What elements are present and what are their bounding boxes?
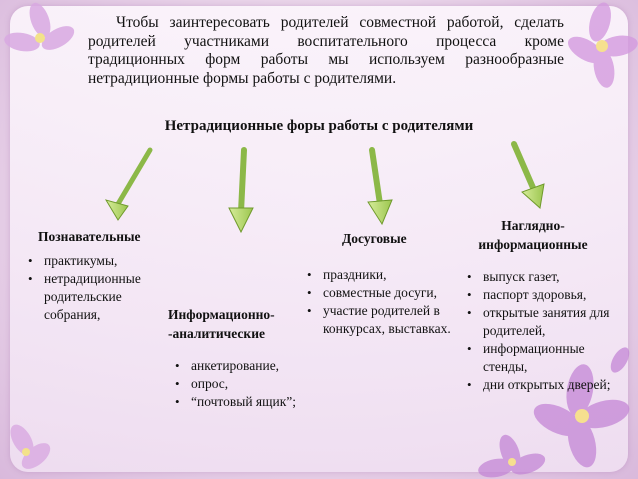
flower-decoration-bottom-left	[10, 424, 51, 469]
arrow-to-cognitive	[104, 147, 153, 221]
list-item: паспорт здоровья,	[466, 286, 616, 304]
category-title-line: Наглядно-	[501, 218, 565, 233]
flower-decoration-top-left	[4, 2, 75, 52]
category-title-line: Информационно-	[168, 307, 275, 322]
category-list-visual: выпуск газет, паспорт здоровья, открытые…	[466, 268, 616, 394]
category-title-line: -аналитические	[168, 326, 265, 341]
list-item: дни открытых дверей;	[466, 376, 616, 394]
category-title-cognitive: Познавательные	[38, 227, 141, 246]
list-item: праздники,	[306, 266, 466, 284]
flower-decoration-bottom-right	[478, 347, 630, 478]
category-title-line: Познавательные	[38, 229, 141, 244]
flower-decoration-top-right	[567, 2, 638, 88]
category-title-analytic: Информационно- -аналитические	[168, 305, 275, 343]
list-item: информационные стенды,	[466, 340, 616, 376]
list-item: выпуск газет,	[466, 268, 616, 286]
list-item: открытые занятия для родителей,	[466, 304, 616, 340]
content-frame	[10, 6, 628, 472]
category-list-analytic: анкетирование, опрос, “почтовый ящик”;	[174, 357, 300, 411]
arrow-to-analytic	[228, 147, 254, 234]
list-item: практикумы,	[27, 252, 167, 270]
diagram-title: Нетрадиционные форы работы с родителями	[164, 118, 474, 134]
category-title-line: Досуговые	[342, 231, 407, 246]
category-list-leisure: праздники, совместные досуги, участие ро…	[306, 266, 466, 338]
arrow-to-leisure	[367, 147, 393, 226]
category-title-line: информационные	[478, 237, 588, 252]
category-title-visual: Наглядно- информационные	[468, 216, 598, 254]
list-item: опрос,	[174, 375, 300, 393]
list-item: “почтовый ящик”;	[174, 393, 300, 411]
list-item: анкетирование,	[174, 357, 300, 375]
category-title-leisure: Досуговые	[342, 229, 407, 248]
intro-paragraph: Чтобы заинтересовать родителей совместно…	[88, 14, 564, 87]
list-item: совместные досуги,	[306, 284, 466, 302]
category-list-cognitive: практикумы, нетрадиционные родительские …	[27, 252, 167, 324]
list-item: участие родителей в конкурсах, выставках…	[306, 302, 466, 338]
arrow-to-visual	[511, 141, 545, 209]
list-item: нетрадиционные родительские собрания,	[27, 270, 167, 324]
